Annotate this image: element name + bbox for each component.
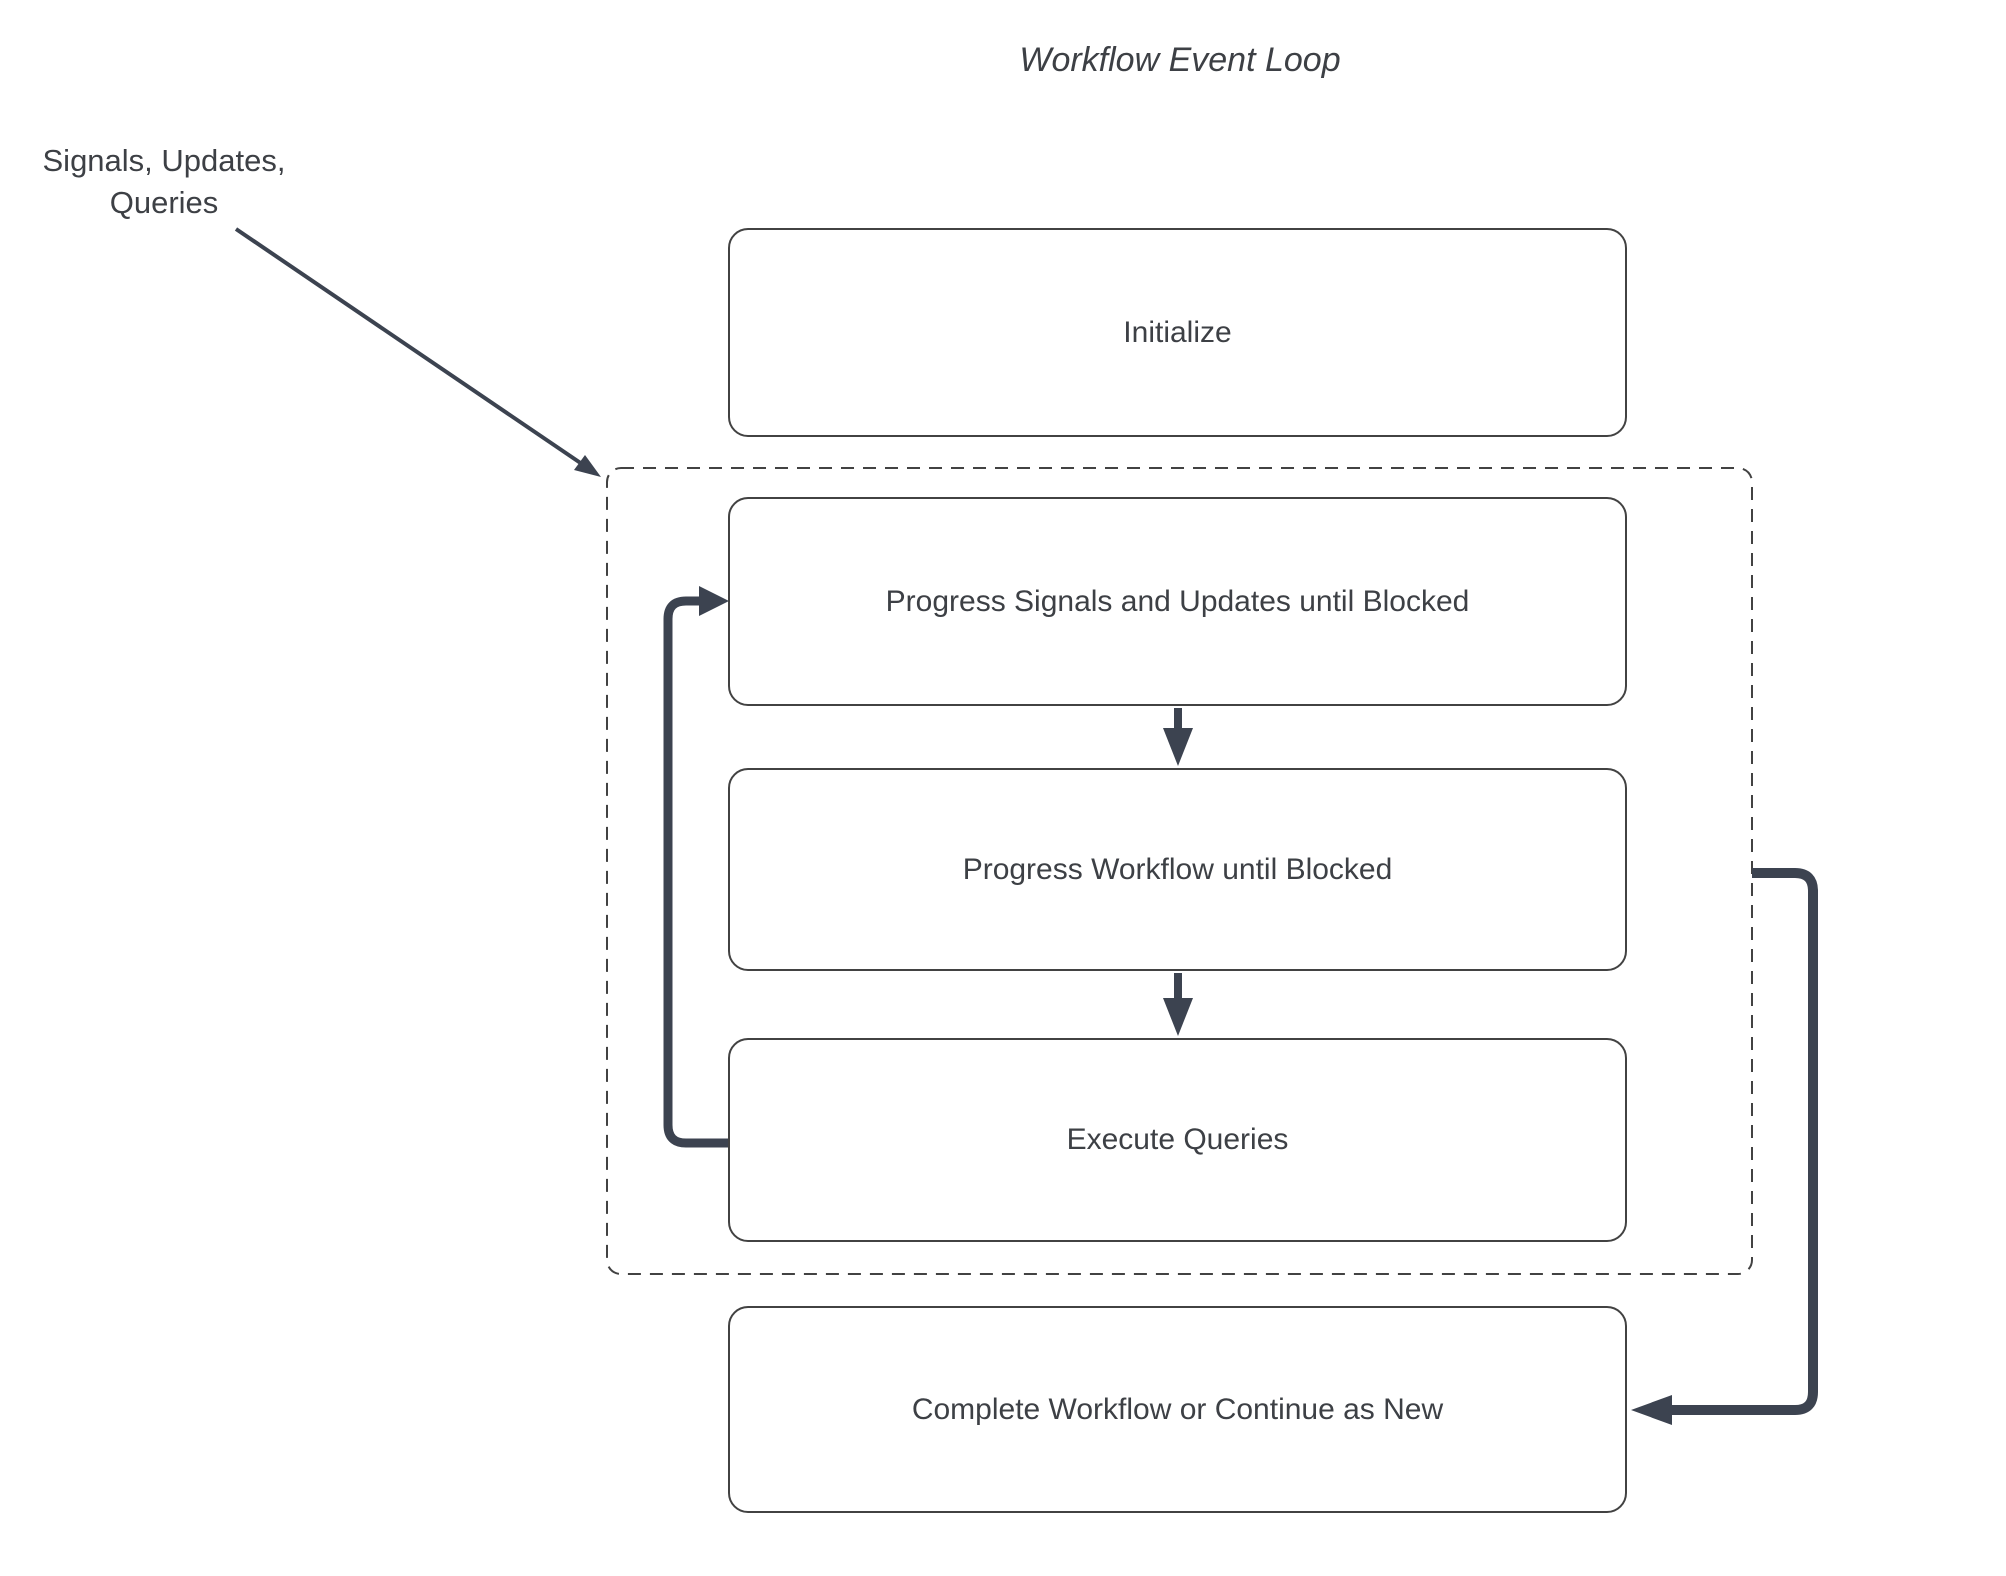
signals-arrow-line bbox=[234, 227, 584, 466]
continue-arrow-line bbox=[1672, 868, 1818, 1415]
loop-back-arrow-line bbox=[663, 596, 728, 1148]
signals-arrow-head bbox=[574, 455, 601, 477]
node-progress-signals-updates: Progress Signals and Updates until Block… bbox=[728, 497, 1627, 706]
node-initialize: Initialize bbox=[728, 228, 1627, 437]
down-arrow-1-head bbox=[1163, 728, 1193, 766]
node-progress-workflow: Progress Workflow until Blocked bbox=[728, 768, 1627, 971]
node-execute-queries: Execute Queries bbox=[728, 1038, 1627, 1242]
loop-back-arrow-head bbox=[699, 586, 729, 616]
continue-arrow-head bbox=[1631, 1395, 1672, 1425]
diagram-title: Workflow Event Loop bbox=[1019, 41, 1341, 79]
down-arrow-2-head bbox=[1163, 998, 1193, 1036]
node-complete-workflow: Complete Workflow or Continue as New bbox=[728, 1306, 1627, 1513]
signals-updates-queries-label: Signals, Updates, Queries bbox=[42, 143, 286, 220]
